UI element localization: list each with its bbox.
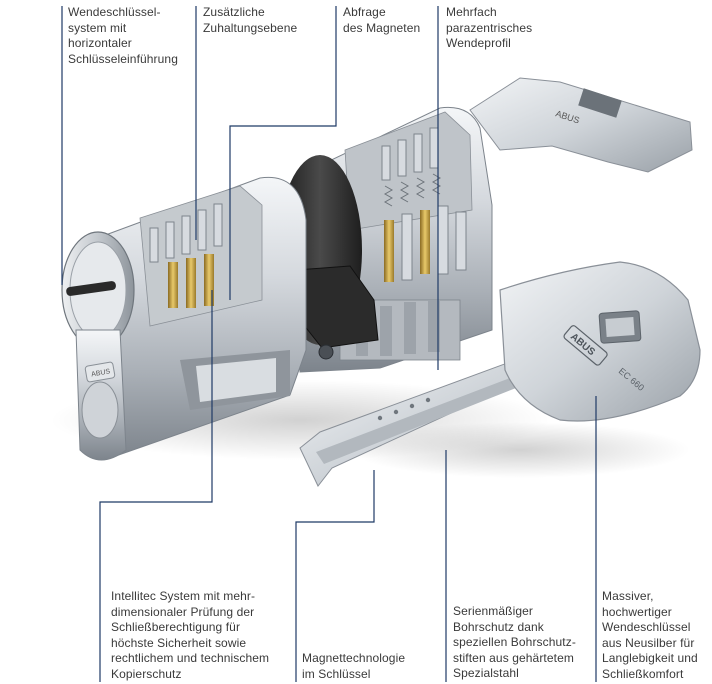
leader-intellitec (99, 290, 213, 682)
leader-magnettechnologie (295, 470, 375, 682)
front-key: ABUS EC 660 (299, 261, 701, 487)
svg-text:ABUS: ABUS (91, 368, 111, 378)
leader-magneten (229, 6, 337, 300)
keyway (66, 281, 116, 296)
label-intellitec-system: Intellitec System mit mehr- dimensionale… (111, 589, 270, 681)
label-wendeschluessel-neusilber: Massiver, hochwertiger Wendeschlüssel au… (602, 589, 698, 681)
label-wendeprofil: Mehrfach parazentrisches Wendeprofil (446, 5, 533, 50)
floor-shadow (350, 422, 690, 478)
pin-stack-front (149, 203, 223, 308)
front-brand-badge: ABUS (84, 361, 116, 383)
label-zuhaltungsebene: Zusätzliche Zuhaltungsebene (203, 5, 298, 35)
label-abfrage-magneten: Abfrage des Magneten (343, 5, 421, 35)
label-magnettechnologie: Magnettechnologie im Schlüssel (302, 651, 406, 681)
rear-key: ABUS (469, 77, 693, 173)
label-wendeschluessel-system: Wendeschlüssel- system mit horizontaler … (68, 5, 178, 66)
label-bohrschutz: Serienmäßiger Bohrschutz dank speziellen… (453, 604, 576, 680)
cylinder-front-half: ABUS (61, 176, 334, 461)
